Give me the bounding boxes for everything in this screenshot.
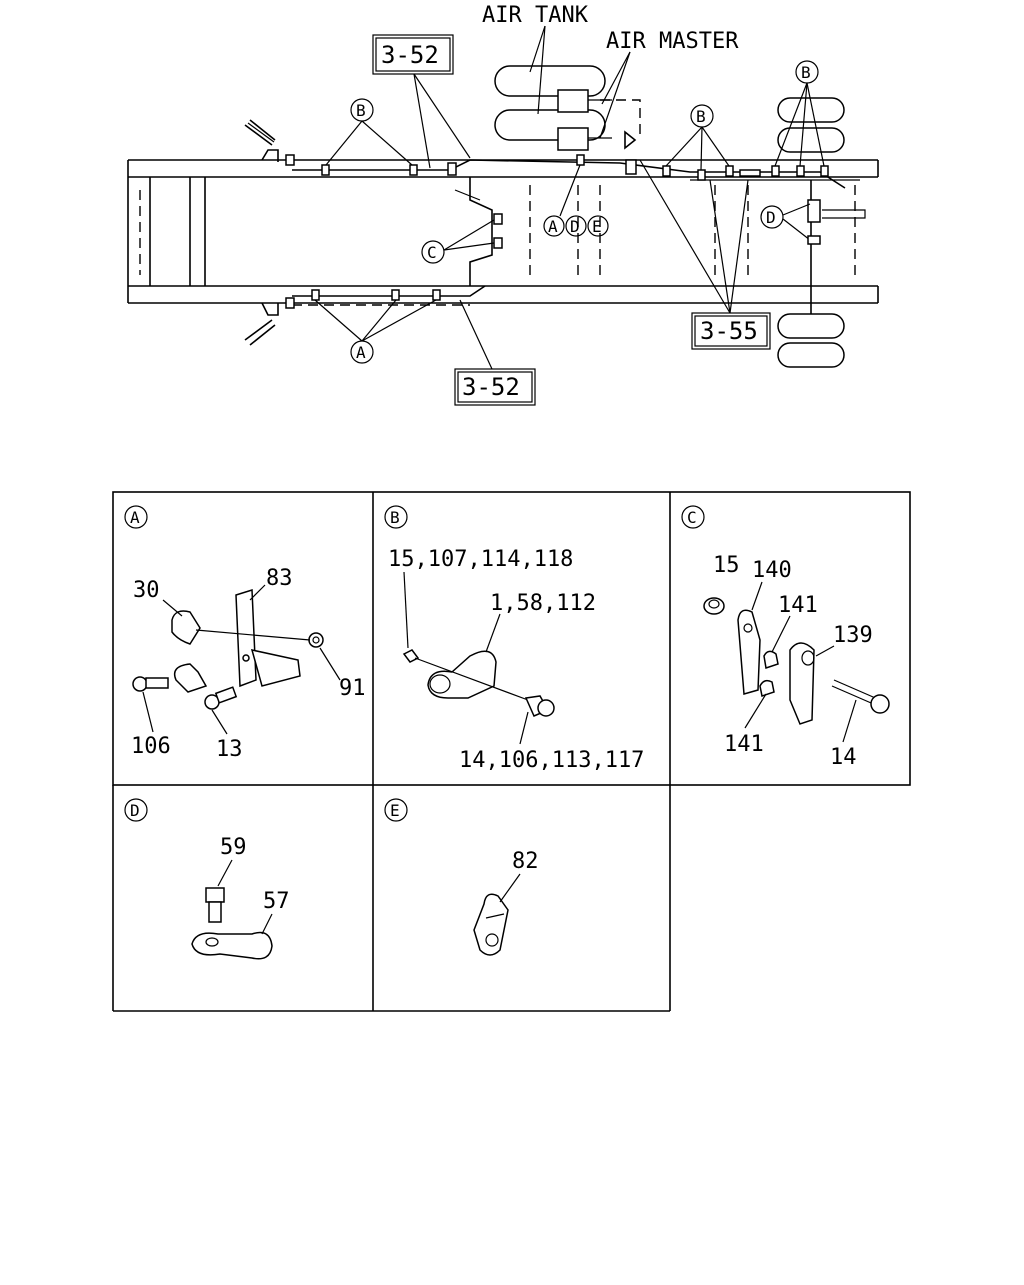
marker-B-3: B [795, 60, 819, 84]
svg-text:B: B [696, 107, 706, 126]
svg-text:B: B [356, 101, 366, 120]
panel-A: A 30 83 91 106 13 [124, 505, 366, 762]
svg-text:C: C [687, 508, 697, 527]
svg-text:D: D [766, 208, 776, 227]
panel-B-id: B [384, 505, 408, 529]
panel-D: D 59 57 [124, 798, 290, 960]
panel-A-id: A [124, 505, 148, 529]
marker-C: C [421, 240, 445, 264]
svg-text:C: C [427, 243, 437, 262]
callout-91: 91 [339, 676, 366, 701]
ref-box-1: 3-52 [372, 34, 454, 75]
marker-A-bottom: A [350, 340, 374, 364]
panel-D-id: D [124, 798, 148, 822]
air-master-label: AIR MASTER [606, 29, 739, 54]
svg-text:B: B [390, 508, 400, 527]
svg-text:D: D [130, 801, 140, 820]
marker-E-top: E [587, 215, 609, 237]
panel-E: E 82 [384, 798, 539, 956]
tow-hooks [244, 119, 295, 346]
ref-box-3: 3-55 [691, 312, 771, 350]
callout-15: 15 [713, 553, 740, 578]
svg-text:A: A [356, 343, 366, 362]
callout-13: 13 [216, 737, 243, 762]
air-tank-leaders [529, 25, 631, 139]
callout-57: 57 [263, 889, 290, 914]
callout-141-top: 141 [778, 593, 818, 618]
callout-59: 59 [220, 835, 247, 860]
callout-14: 14 [830, 745, 857, 770]
marker-B-1: B [350, 98, 374, 122]
callout-106: 106 [131, 734, 171, 759]
callout-82: 82 [512, 849, 539, 874]
svg-text:D: D [570, 217, 580, 236]
svg-text:A: A [548, 217, 558, 236]
marker-B-2: B [690, 104, 714, 128]
svg-text:E: E [592, 217, 602, 236]
svg-text:A: A [130, 508, 140, 527]
air-tank-label: AIR TANK [482, 3, 589, 28]
callout-30: 30 [133, 578, 160, 603]
svg-text:3-52: 3-52 [381, 41, 439, 69]
callout-15-107-114-118: 15,107,114,118 [388, 547, 573, 572]
panel-C: C 15 140 141 139 141 14 [681, 505, 890, 770]
air-tank-group [494, 65, 641, 175]
callout-140: 140 [752, 558, 792, 583]
rear-brake-chambers [777, 97, 866, 368]
panel-B: B 15,107,114,118 1,58,112 14,106,113,117 [384, 505, 644, 773]
callout-139: 139 [833, 623, 873, 648]
panel-E-id: E [384, 798, 408, 822]
detail-grid [112, 491, 911, 1012]
svg-text:3-55: 3-55 [700, 317, 758, 345]
marker-D-top: D [565, 215, 587, 237]
svg-text:B: B [801, 63, 811, 82]
marker-A-top: A [543, 215, 565, 237]
svg-text:E: E [390, 801, 400, 820]
svg-text:3-52: 3-52 [462, 373, 520, 401]
callout-1-58-112: 1,58,112 [490, 591, 596, 616]
ref-box-2: 3-52 [454, 368, 536, 406]
callout-83: 83 [266, 566, 293, 591]
callout-14-106-113-117: 14,106,113,117 [459, 748, 644, 773]
marker-B-4: D [760, 205, 784, 229]
callout-141-bottom: 141 [724, 732, 764, 757]
panel-C-id: C [681, 505, 705, 529]
chassis-frame [127, 159, 879, 304]
